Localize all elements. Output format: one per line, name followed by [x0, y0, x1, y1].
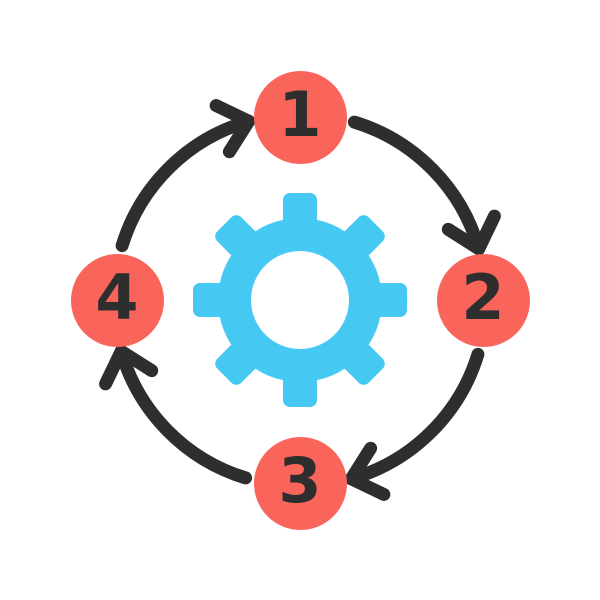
arrow-3-to-4: [99, 344, 253, 485]
step-circle-1: 1: [253, 70, 347, 164]
arrow-1-to-2: [347, 115, 501, 256]
step-circle-3: 3: [253, 436, 347, 530]
arrow-4-to-1: [115, 99, 256, 253]
step-number-4: 4: [95, 261, 139, 334]
step-circle-2: 2: [436, 253, 530, 347]
arrow-2-to-3: [344, 347, 485, 501]
step-number-3: 3: [278, 444, 322, 517]
step-number-1: 1: [278, 78, 322, 151]
step-number-2: 2: [461, 261, 505, 334]
gear-icon: [193, 193, 407, 407]
step-circle-4: 4: [70, 253, 164, 347]
gear-hole: [251, 251, 349, 349]
